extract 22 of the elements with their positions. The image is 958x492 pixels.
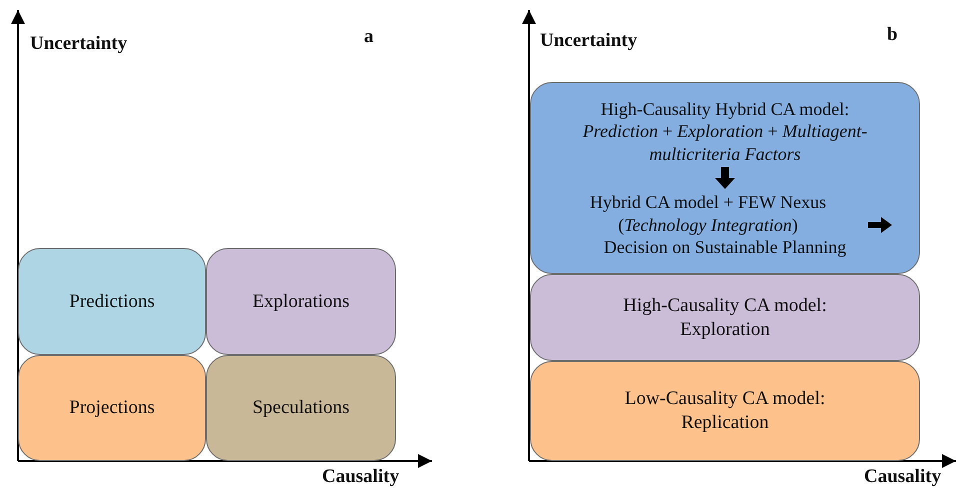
- node-text: Projections: [69, 396, 155, 420]
- node-text: Hybrid CA model + FEW Nexus (Technology Integration): [588, 191, 828, 236]
- axis-label: Uncertainty: [30, 33, 128, 55]
- node-text: Explorations: [252, 290, 350, 314]
- axis-label: Uncertainty: [540, 30, 638, 52]
- rounded-box: [206, 248, 396, 355]
- rounded-box: [18, 248, 206, 355]
- node-text: Predictions: [69, 290, 155, 314]
- node-text: High-Causality CA model: Exploration: [622, 294, 828, 342]
- node-text: Decision on Sustainable Planning: [604, 236, 846, 258]
- axis-label: Causality: [864, 466, 942, 488]
- node-text: High-Causality Hybrid CA model: Prediction + Exploration + Multiagent-multicriteria Factors: [582, 98, 868, 165]
- panel-letter: b: [887, 24, 898, 46]
- axis-label: Causality: [322, 466, 400, 488]
- rounded-box: [530, 274, 920, 361]
- rounded-box: [530, 82, 920, 274]
- rounded-box: [18, 355, 206, 461]
- rounded-box: [206, 355, 396, 461]
- rounded-box: [530, 361, 920, 461]
- node-text: Low-Causality CA model: Replication: [624, 387, 826, 435]
- node-text: Speculations: [252, 396, 350, 420]
- panel-letter: a: [364, 26, 374, 48]
